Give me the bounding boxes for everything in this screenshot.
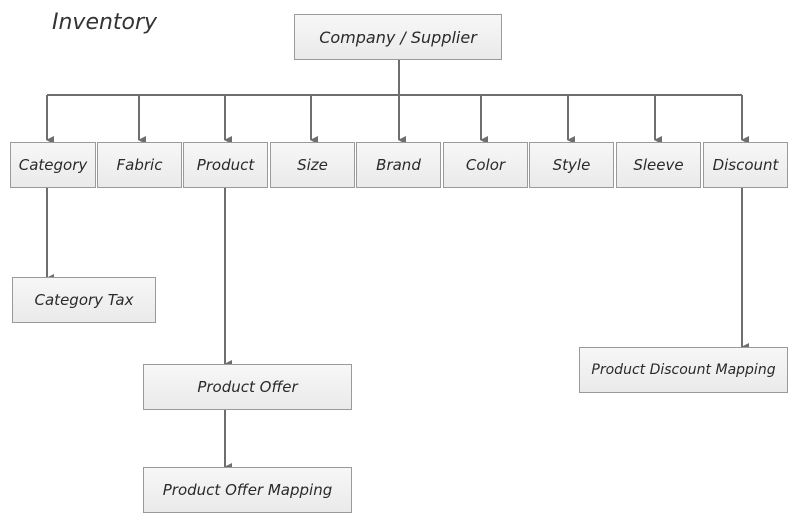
node-label: Company / Supplier: [319, 27, 477, 47]
node-style[interactable]: Style: [529, 142, 614, 188]
node-product-discount-mapping[interactable]: Product Discount Mapping: [579, 347, 788, 393]
node-brand[interactable]: Brand: [356, 142, 441, 188]
node-label: Fabric: [116, 156, 163, 174]
node-label: Sleeve: [633, 156, 684, 174]
node-product-offer-mapping[interactable]: Product Offer Mapping: [143, 467, 352, 513]
node-label: Brand: [376, 156, 421, 174]
node-size[interactable]: Size: [270, 142, 355, 188]
node-sleeve[interactable]: Sleeve: [616, 142, 701, 188]
node-product-offer[interactable]: Product Offer: [143, 364, 352, 410]
node-label: Product Offer: [197, 378, 298, 396]
node-category[interactable]: Category: [10, 142, 96, 188]
node-label: Category Tax: [34, 291, 134, 309]
root-node-company-supplier[interactable]: Company / Supplier: [294, 14, 502, 60]
diagram-title: Inventory: [52, 10, 158, 35]
node-label: Product Offer Mapping: [162, 481, 333, 499]
node-fabric[interactable]: Fabric: [97, 142, 182, 188]
node-label: Color: [465, 156, 506, 174]
node-label: Style: [552, 156, 591, 174]
node-category-tax[interactable]: Category Tax: [12, 277, 156, 323]
node-label: Discount: [712, 156, 779, 174]
node-color[interactable]: Color: [443, 142, 528, 188]
node-label: Size: [297, 156, 328, 174]
node-label: Category: [18, 156, 88, 174]
node-product[interactable]: Product: [183, 142, 268, 188]
node-label: Product: [196, 156, 255, 174]
node-label: Product Discount Mapping: [591, 362, 776, 378]
node-discount[interactable]: Discount: [703, 142, 788, 188]
